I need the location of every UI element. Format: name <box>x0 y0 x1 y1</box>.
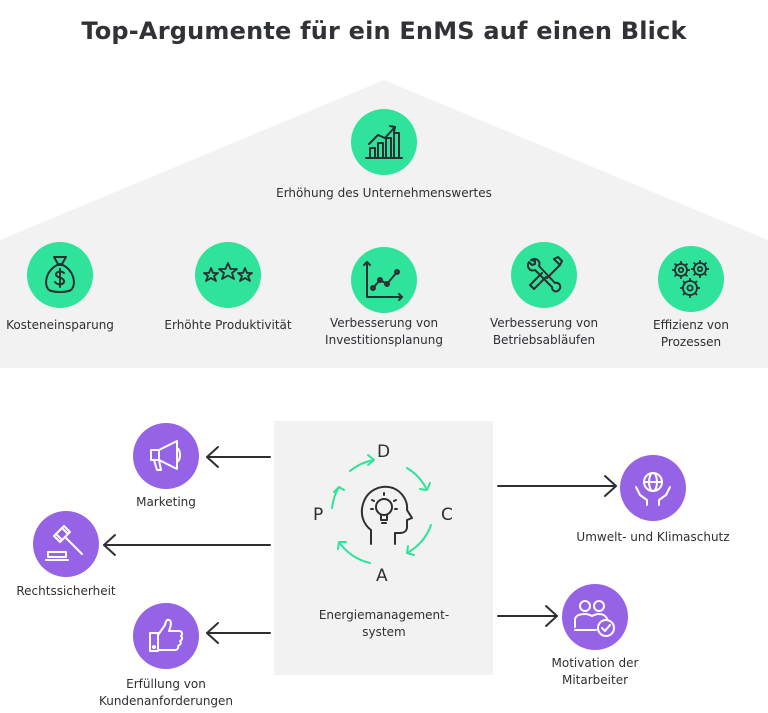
arrow-to-kundenanforderungen <box>206 622 271 644</box>
line-chart-icon <box>363 261 403 301</box>
benefit-label-marketing: Marketing <box>136 495 196 509</box>
enms-center-box <box>274 421 493 675</box>
pdca-letter-p: P <box>313 505 324 525</box>
enms-label: Energiemanagement-system <box>318 608 450 639</box>
arrow-to-umweltschutz <box>497 475 617 497</box>
pillar-label-2: Erhöhte Produktivität <box>164 318 292 332</box>
head-lightbulb-icon <box>360 485 413 545</box>
pillar-icon-circle-2 <box>195 242 261 308</box>
benefit-label-rechtssicherheit: Rechtssicherheit <box>16 584 116 598</box>
gears-icon <box>672 260 709 298</box>
roof-label: Erhöhung des Unternehmenswertes <box>276 186 492 200</box>
roof-icon-circle <box>351 109 417 175</box>
money-bag-icon <box>45 256 75 293</box>
pdca-letter-a: A <box>376 566 388 586</box>
pillar-icon-circle-4 <box>511 242 577 308</box>
benefit-circle-kundenanforderungen <box>133 603 199 669</box>
globe-hands-icon <box>635 472 671 506</box>
stars-icon <box>203 262 253 282</box>
pdca-letter-c: C <box>441 505 453 525</box>
benefit-circle-motivation <box>562 584 628 650</box>
pillar-icon-circle-5 <box>658 246 724 312</box>
benefit-circle-umweltschutz <box>620 455 686 521</box>
pdca-cycle-arrows <box>331 454 432 564</box>
arrow-to-marketing <box>206 446 271 468</box>
benefit-label-umweltschutz: Umwelt- und Klimaschutz <box>576 530 730 544</box>
pillar-icon-circle-3 <box>351 247 417 313</box>
pdca-letter-d: D <box>377 442 391 462</box>
house-shape <box>0 80 768 368</box>
megaphone-icon <box>150 440 181 471</box>
arrow-to-motivation <box>497 605 558 627</box>
benefit-circle-marketing <box>133 423 199 489</box>
gavel-icon <box>45 525 83 561</box>
page-title: Top-Argumente für ein EnMS auf einen Bli… <box>81 17 687 45</box>
arrow-to-rechtssicherheit <box>103 534 271 556</box>
team-check-icon <box>574 600 615 637</box>
tools-icon <box>526 256 563 293</box>
pillar-label-1: Kosteneinsparung <box>6 318 114 332</box>
thumbs-up-icon <box>149 618 184 652</box>
benefit-circle-rechtssicherheit <box>33 511 99 577</box>
growth-chart-icon <box>365 125 403 159</box>
pillar-icon-circle-1 <box>27 242 93 308</box>
